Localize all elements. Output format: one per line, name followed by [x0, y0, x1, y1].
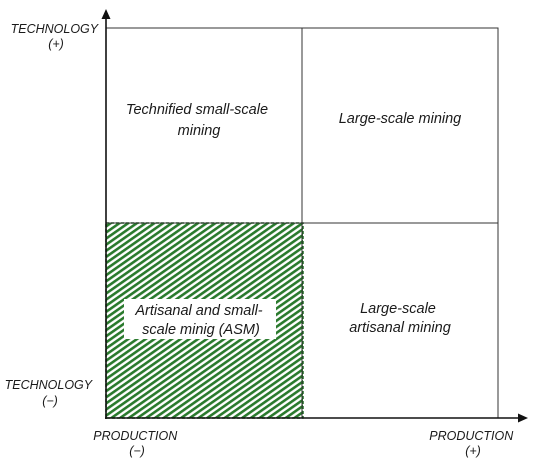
y-axis-bottom-label: TECHNOLOGY (−): [5, 378, 96, 408]
y-axis-arrow-icon: [101, 9, 111, 19]
asm-label-background: [124, 299, 276, 339]
y-axis-top-label: TECHNOLOGY (+): [11, 22, 102, 51]
x-axis-right-label: PRODUCTION (+): [429, 429, 517, 458]
quadrant-top-left-label: Technified small-scale mining: [126, 102, 272, 139]
quadrant-top-right-label: Large-scale mining: [339, 111, 462, 127]
x-axis-arrow-icon: [518, 413, 528, 423]
quadrant-bottom-left-label: Artisanal and small- scale minig (ASM): [134, 303, 266, 338]
quadrant-bottom-right-label: Large-scale artisanal mining: [349, 301, 451, 336]
x-axis-left-label: PRODUCTION (−): [93, 429, 181, 458]
